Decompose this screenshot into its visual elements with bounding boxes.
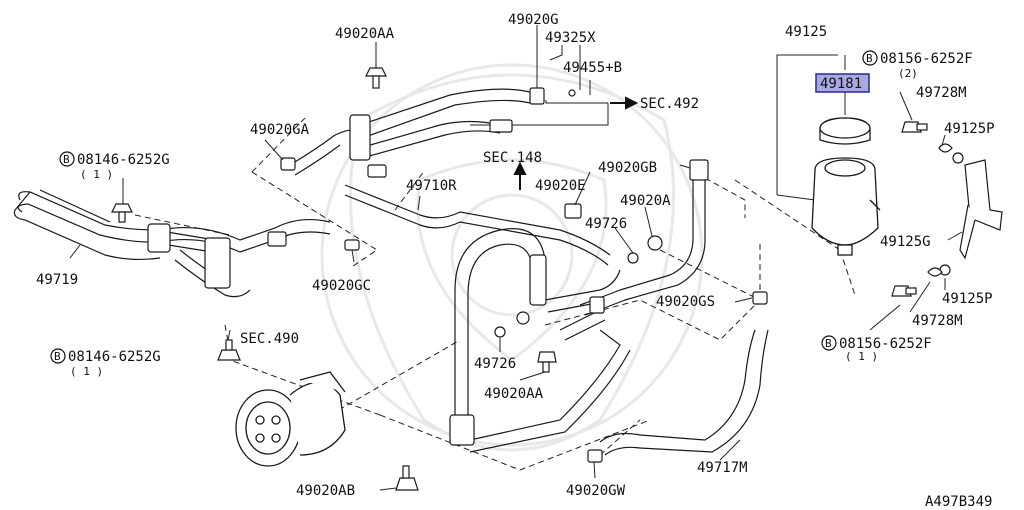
label-sec492: SEC.492 xyxy=(640,96,699,112)
bracket xyxy=(927,143,1003,277)
label-49020gs: 49020GS xyxy=(656,294,715,310)
label-08146-bot: 08146-6252G xyxy=(68,349,161,365)
label-49020e: 49020E xyxy=(535,178,586,194)
label-08156-top-qty: (2) xyxy=(898,67,918,80)
label-49125p-top: 49125P xyxy=(944,121,995,137)
label-49325x: 49325X xyxy=(545,30,596,46)
bolt-b-circle-icon xyxy=(50,50,878,364)
reservoir-box-lines xyxy=(470,45,846,201)
highlight-49181 xyxy=(815,73,870,93)
bolt-symbol-4: B xyxy=(825,337,832,350)
bolt-symbol-1: B xyxy=(63,153,70,166)
label-08156-bot: 08156-6252F xyxy=(839,336,932,352)
pump xyxy=(235,371,346,467)
figure-code: A497B349 xyxy=(925,494,992,510)
label-49125: 49125 xyxy=(785,24,827,40)
label-49717m: 49717M xyxy=(697,460,748,476)
text-labels: 49020AA 49020G 49325X 49455+B SEC.492 49… xyxy=(36,12,995,510)
label-49455b: 49455+B xyxy=(563,60,622,76)
label-49125g: 49125G xyxy=(880,234,931,250)
label-08146-top-qty: ( 1 ) xyxy=(80,168,113,181)
bolt-symbol-3: B xyxy=(866,52,873,65)
label-49710r: 49710R xyxy=(406,178,457,194)
label-sec490: SEC.490 xyxy=(240,331,299,347)
arrow-up-icon xyxy=(513,161,527,190)
label-49020ab: 49020AB xyxy=(296,483,355,499)
label-49726-bot: 49726 xyxy=(474,356,516,372)
label-49020aa-bot: 49020AA xyxy=(484,386,544,402)
label-49728m-top: 49728M xyxy=(916,85,967,101)
label-sec148: SEC.148 xyxy=(483,150,542,166)
watermark-emblem xyxy=(320,63,704,452)
label-49020aa-top: 49020AA xyxy=(335,26,395,42)
label-49020gb: 49020GB xyxy=(598,160,657,176)
label-49728m-bot: 49728M xyxy=(912,313,963,329)
label-49125p-bot: 49125P xyxy=(942,291,993,307)
label-08146-top: 08146-6252G xyxy=(77,152,170,168)
label-08156-top: 08156-6252F xyxy=(880,51,973,67)
arrow-right-icon xyxy=(610,96,639,110)
label-49181: 49181 xyxy=(820,76,862,92)
fittings xyxy=(147,87,768,463)
bolt-symbol-2: B xyxy=(54,350,61,363)
bolts xyxy=(111,67,928,491)
label-49020a: 49020A xyxy=(620,193,671,209)
label-49020ga: 49020GA xyxy=(250,122,310,138)
label-49020gw: 49020GW xyxy=(566,483,626,499)
label-08146-bot-qty: ( 1 ) xyxy=(70,365,103,378)
label-49020g: 49020G xyxy=(508,12,559,28)
label-08156-bot-qty: ( 1 ) xyxy=(845,350,878,363)
label-49719: 49719 xyxy=(36,272,78,288)
label-49020gc: 49020GC xyxy=(312,278,371,294)
reservoir xyxy=(811,117,881,256)
label-49726-top: 49726 xyxy=(585,216,627,232)
label-leaders xyxy=(69,25,963,491)
